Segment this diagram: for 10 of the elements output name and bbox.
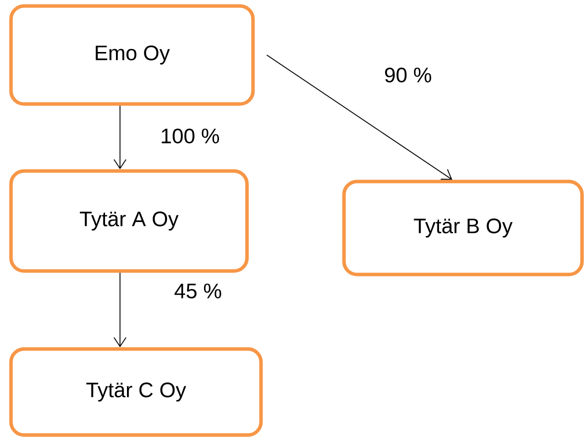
- company-box: Tytär C Oy: [9, 347, 263, 437]
- edge-label: 90 %: [383, 66, 433, 84]
- arrow: [266, 54, 452, 180]
- arrow: [114, 272, 126, 348]
- edge-label: 100 %: [159, 128, 221, 144]
- arrow: [114, 105, 126, 170]
- company-box: Tytär B Oy: [342, 180, 584, 276]
- company-box: Tytär A Oy: [9, 169, 249, 273]
- edge-label: 45 %: [173, 282, 223, 300]
- company-box: Emo Oy: [9, 4, 255, 106]
